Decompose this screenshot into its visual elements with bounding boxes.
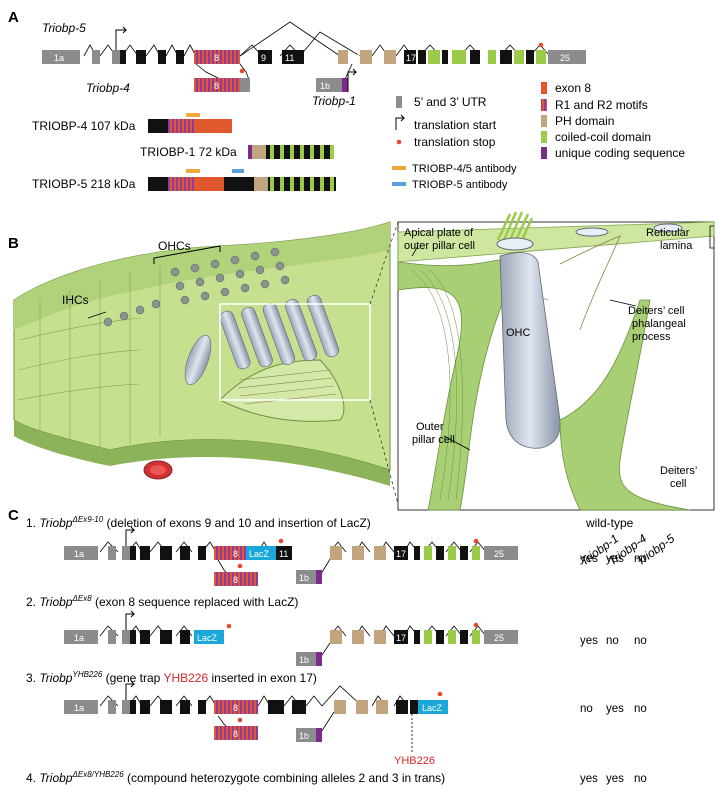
c1-exon-1a: 1a [74, 549, 84, 559]
wildtype-header: wild-type [585, 516, 634, 530]
exon-1a-a: 1a [54, 53, 64, 63]
legend-utr: 5’ and 3’ UTR [414, 95, 487, 109]
c1-exon-8-lower: 8 [233, 575, 238, 585]
exon-13-a: 13 [350, 53, 360, 63]
c3-exon-1b: 1b [299, 731, 309, 741]
label-ohcs: OHCs [158, 239, 191, 253]
triobp4-label: Triobp-4 [86, 81, 130, 95]
a3-t5: no [634, 703, 647, 715]
yhb226-insertion-label: YHB226 [394, 755, 435, 767]
c1-exon-11: 11 [279, 549, 288, 559]
triobp1-label: Triobp-1 [312, 94, 356, 108]
label-deiters-proc-3: process [632, 331, 671, 343]
panel-a-label: A [8, 9, 19, 26]
exon-11-a: 11 [285, 53, 294, 63]
c2-exon-1b: 1b [299, 655, 309, 665]
allele-2-structure [64, 610, 518, 666]
protein-label-triobp4: TRIOBP-4 107 kDa [32, 119, 136, 133]
exon-9-a: 9 [261, 53, 266, 63]
c2-exon-25: 25 [494, 633, 504, 643]
legend-motifs: R1 and R2 motifs [555, 98, 648, 112]
panel-c-label: C [8, 507, 19, 524]
allele-3-structure [64, 680, 448, 752]
organ-of-corti-illustration [13, 221, 399, 505]
label-reticular-2: lamina [660, 240, 693, 252]
label-deiters-cell-1: Deiters’ [660, 465, 697, 477]
c3-exon-1a: 1a [74, 703, 84, 713]
exon-1b-a: 1b [320, 81, 330, 91]
legend-unique: unique coding sequence [555, 146, 685, 160]
a2-t5: no [634, 635, 647, 647]
a3-t4: yes [606, 703, 624, 715]
c2-exon-1a: 1a [74, 633, 84, 643]
c3-exon-8-lower: 8 [233, 729, 238, 739]
exon-17-a: 17 [406, 53, 416, 63]
label-ohc: OHC [506, 327, 531, 339]
c1-exon-1b: 1b [299, 573, 309, 583]
a1-t5: no [634, 553, 647, 565]
label-deiters-proc-1: Deiters’ cell [628, 305, 684, 317]
legend-exon8: exon 8 [555, 81, 591, 95]
exon-25-a: 25 [560, 53, 570, 63]
label-ihcs: IHCs [62, 293, 89, 307]
c1-exon-17: 17 [396, 549, 406, 559]
gene-structure-a [42, 21, 586, 92]
label-reticular-1: Reticular [646, 227, 690, 239]
allele-2-title: 2. TriobpΔEx8 (exon 8 sequence replaced … [26, 594, 298, 609]
label-apical-plate-2: outer pillar cell [404, 240, 475, 252]
legend-translation-stop: translation stop [414, 135, 496, 149]
a3-t1: no [580, 703, 593, 715]
zoom-inset [397, 211, 715, 511]
c1-exon-8: 8 [233, 549, 238, 559]
c2-exon-17: 17 [396, 633, 406, 643]
label-outer-pillar-1: Outer [416, 421, 444, 433]
c1-lacz: LacZ [249, 549, 270, 559]
a4-t4: yes [606, 773, 624, 785]
label-outer-pillar-2: pillar cell [412, 434, 455, 446]
c1-exon-25: 25 [494, 549, 504, 559]
legend-ab5: TRIOBP-5 antibody [412, 179, 508, 191]
c3-lacz: LacZ [422, 703, 443, 713]
protein-bars [148, 113, 336, 191]
protein-label-triobp5: TRIOBP-5 218 kDa [32, 177, 136, 191]
label-deiters-cell-2: cell [670, 478, 687, 490]
legend-coiled: coiled-coil domain [555, 130, 651, 144]
label-apical-plate-1: Apical plate of [404, 227, 474, 239]
allele-1-title: 1. TriobpΔEx9-10 (deletion of exons 9 an… [26, 515, 371, 530]
a4-t1: yes [580, 773, 598, 785]
exon-8-a: 8 [214, 53, 219, 63]
protein-label-triobp1: TRIOBP-1 72 kDa [140, 145, 237, 159]
label-deiters-proc-2: phalangeal [632, 318, 686, 330]
a2-t4: no [606, 635, 619, 647]
a1-t4: yes [606, 553, 624, 565]
legend-a [392, 82, 547, 186]
legend-ab45: TRIOBP-4/5 antibody [412, 163, 517, 175]
c3-exon-8: 8 [233, 703, 238, 713]
legend-ph: PH domain [555, 114, 614, 128]
a4-t5: no [634, 773, 647, 785]
a2-t1: yes [580, 635, 598, 647]
allele-4-title: 4. TriobpΔEx8/YHB226 (compound heterozyg… [26, 770, 445, 785]
a1-t1: yes [580, 553, 598, 565]
allele-3-title: 3. TriobpYHB226 (gene trap YHB226 insert… [26, 670, 317, 685]
c2-lacz: LacZ [197, 633, 218, 643]
triobp5-label: Triobp-5 [42, 21, 86, 35]
panel-b-label: B [8, 235, 19, 252]
allele-1-structure [64, 526, 518, 586]
exon-8-a-lower: 8 [214, 81, 219, 91]
legend-translation-start: translation start [414, 118, 497, 132]
